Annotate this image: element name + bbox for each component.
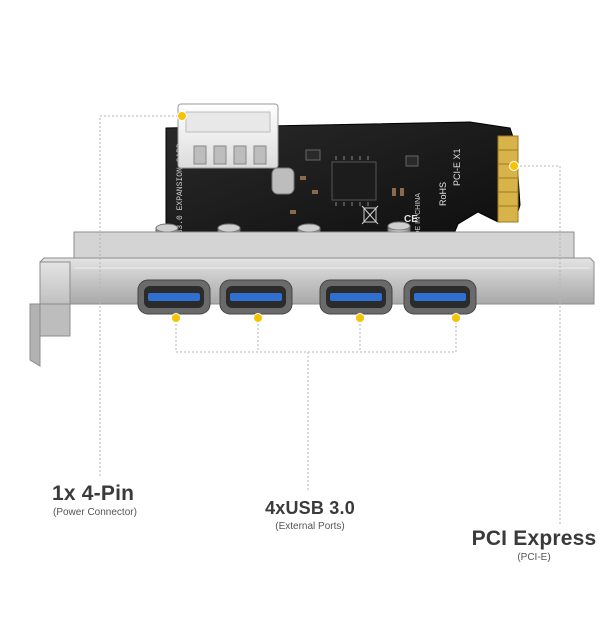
usb-port [403, 279, 477, 315]
controller-chip [331, 161, 377, 201]
callout-power-subtitle: (Power Connector) [53, 507, 137, 518]
board-print-text: USB3.0 EXPANSION CARD [176, 143, 185, 244]
callout-power-title: 1x 4-Pin [52, 482, 135, 505]
callout-lines [99, 115, 561, 524]
callout-usb-ports: 4xUSB 3.0 (External Ports) [250, 496, 370, 533]
callout-usb-title: 4xUSB 3.0 [265, 498, 355, 518]
usb-port [137, 279, 211, 315]
made-in-text: MADE IN CHINA [415, 193, 422, 246]
board-model-text: PCI-E X1 [452, 148, 462, 186]
weee-bin-icon [361, 205, 379, 225]
callout-power-connector: 1x 4-Pin (Power Connector) [52, 482, 137, 519]
callout-dots [171, 111, 519, 323]
callout-pci-title: PCI Express [471, 527, 597, 550]
callout-pci-express: PCI Express (PCI-E) [466, 527, 602, 564]
ce-mark: CE [404, 214, 418, 225]
molex-power-connector [177, 103, 279, 169]
regulator-chip [305, 149, 321, 161]
crystal-oscillator [271, 167, 295, 195]
bracket-top-flange [73, 231, 575, 259]
callout-pci-subtitle: (PCI-E) [517, 552, 551, 563]
pci-gold-fingers [497, 135, 519, 223]
pci-bracket [29, 231, 595, 367]
usb-port [319, 279, 393, 315]
callout-usb-subtitle: (External Ports) [275, 521, 345, 532]
small-chip [405, 155, 419, 167]
rohs-mark: RoHS [438, 182, 448, 206]
usb-port [219, 279, 293, 315]
